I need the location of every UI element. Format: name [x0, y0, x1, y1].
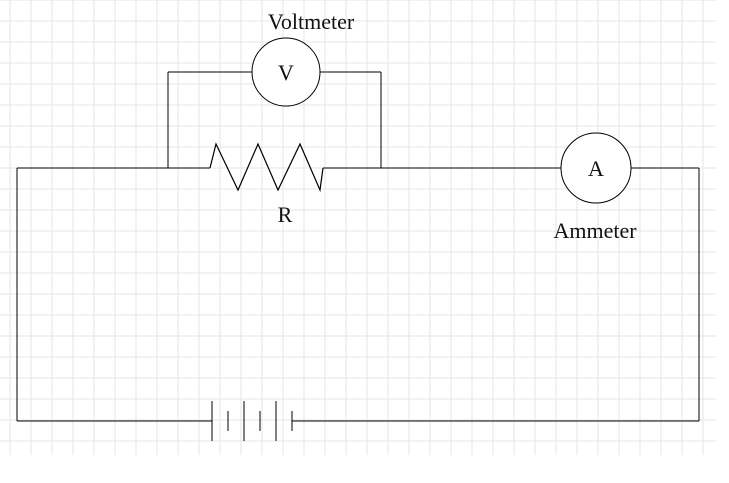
voltmeter-circle [251, 37, 321, 107]
resistor: R [209, 142, 324, 227]
resistor-zigzag [209, 142, 324, 193]
voltmeter-label: Voltmeter [268, 9, 355, 34]
ammeter-label: Ammeter [553, 218, 637, 243]
resistor-label: R [278, 202, 293, 227]
battery [211, 401, 323, 441]
voltmeter: V Voltmeter [251, 9, 355, 107]
ammeter-symbol: A [588, 156, 604, 181]
circuit-wires [16, 167, 700, 422]
grid-background [0, 0, 716, 455]
ammeter-circle [560, 132, 632, 204]
voltmeter-branch [167, 71, 382, 168]
ammeter: A Ammeter [553, 132, 637, 243]
voltmeter-symbol: V [278, 60, 294, 85]
